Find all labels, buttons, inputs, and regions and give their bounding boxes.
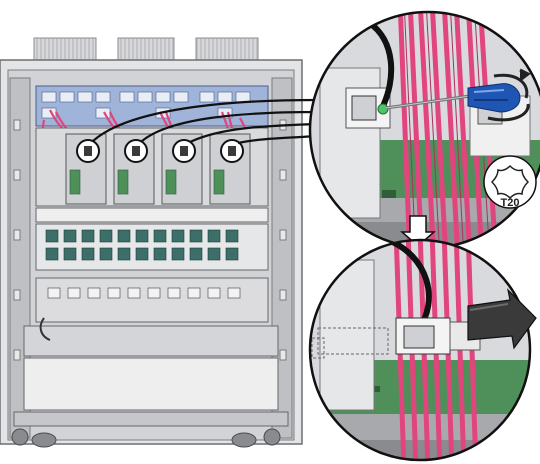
server-cabinet: [0, 37, 303, 448]
arrow-right-icon: [467, 288, 537, 350]
torx-bit-icon: [483, 155, 537, 209]
leader-lines: [92, 98, 319, 145]
torx-size-label: T20: [501, 197, 520, 209]
rotate-arrow-icon: [487, 68, 531, 122]
screwdriver-icon: [385, 83, 521, 113]
zoom-detail-bottom: [308, 238, 532, 462]
